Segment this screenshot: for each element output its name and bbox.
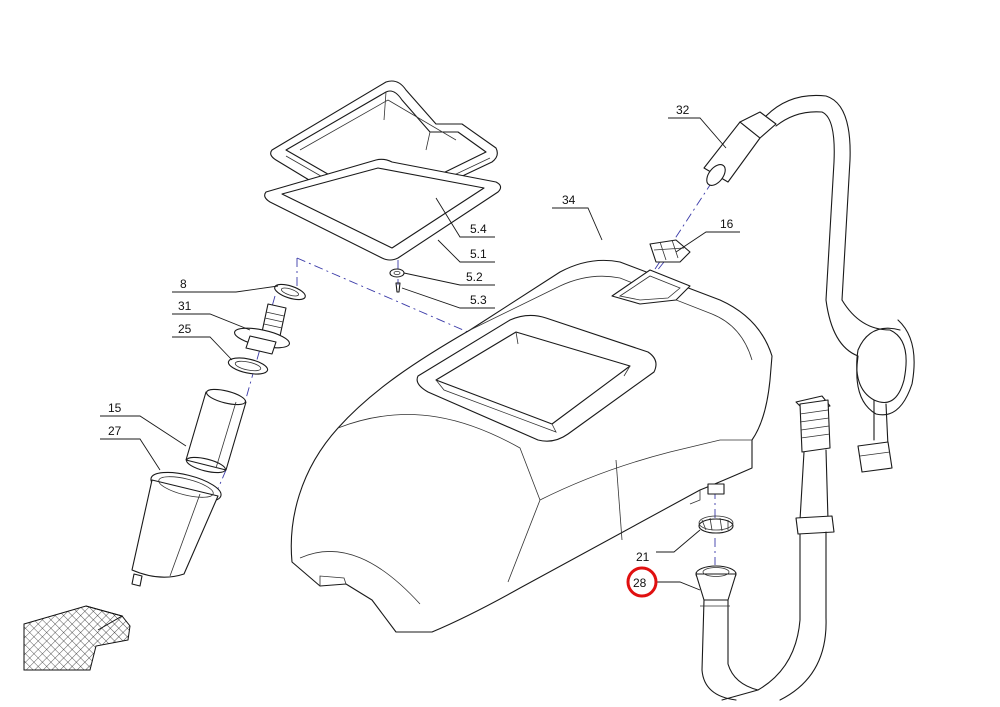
leader-15 [100,415,187,447]
gasket-part-8 [274,283,306,301]
label-5-3: 5.3 [470,293,487,307]
ring-part-25 [227,357,269,375]
label-27: 27 [108,424,122,438]
leader-8 [172,285,279,293]
washer-part-5-2 [389,268,405,278]
leader-5-2 [403,272,495,286]
filter-housing-part-27 [131,471,222,587]
leader-5-3 [401,287,495,309]
leader-34 [552,207,603,241]
leader-5-1 [437,239,495,263]
seal-part-5-1 [264,158,502,261]
leader-16 [675,231,740,253]
label-32: 32 [676,103,690,117]
leader-lines [100,117,740,591]
label-8: 8 [180,277,187,291]
drain-hose [765,94,915,473]
cap-part-16 [649,239,691,263]
hatched-arrow-icon [23,605,131,671]
label-16: 16 [720,217,734,231]
hose-connector-part-32 [703,111,777,186]
leader-31 [172,313,251,331]
label-5-2: 5.2 [466,270,483,284]
screw-part-5-3 [395,282,401,293]
filter-cartridge-part-15 [185,388,247,474]
label-15: 15 [108,401,122,415]
label-25: 25 [178,322,192,336]
label-21: 21 [636,550,650,564]
leader-25 [172,336,233,361]
leader-28 [656,581,701,591]
label-5-4: 5.4 [470,222,487,236]
hose-clamp-part-21 [698,515,734,534]
label-31: 31 [178,299,192,313]
leader-5-4 [435,197,495,238]
leader-32 [668,117,727,149]
leader-27 [100,438,161,471]
callout-labels: 32 34 16 5.4 5.1 5.2 5.3 8 31 25 15 27 2… [108,103,734,598]
label-5-1: 5.1 [470,247,487,261]
drain-elbow-part-28 [695,565,759,701]
nipple-part-31 [234,303,290,355]
highlight-circle-28 [626,566,658,598]
label-28: 28 [633,576,647,590]
tank-body-part-34 [290,259,773,633]
leader-21 [656,529,701,553]
side-hose-fitting [721,395,835,701]
label-34: 34 [562,193,576,207]
